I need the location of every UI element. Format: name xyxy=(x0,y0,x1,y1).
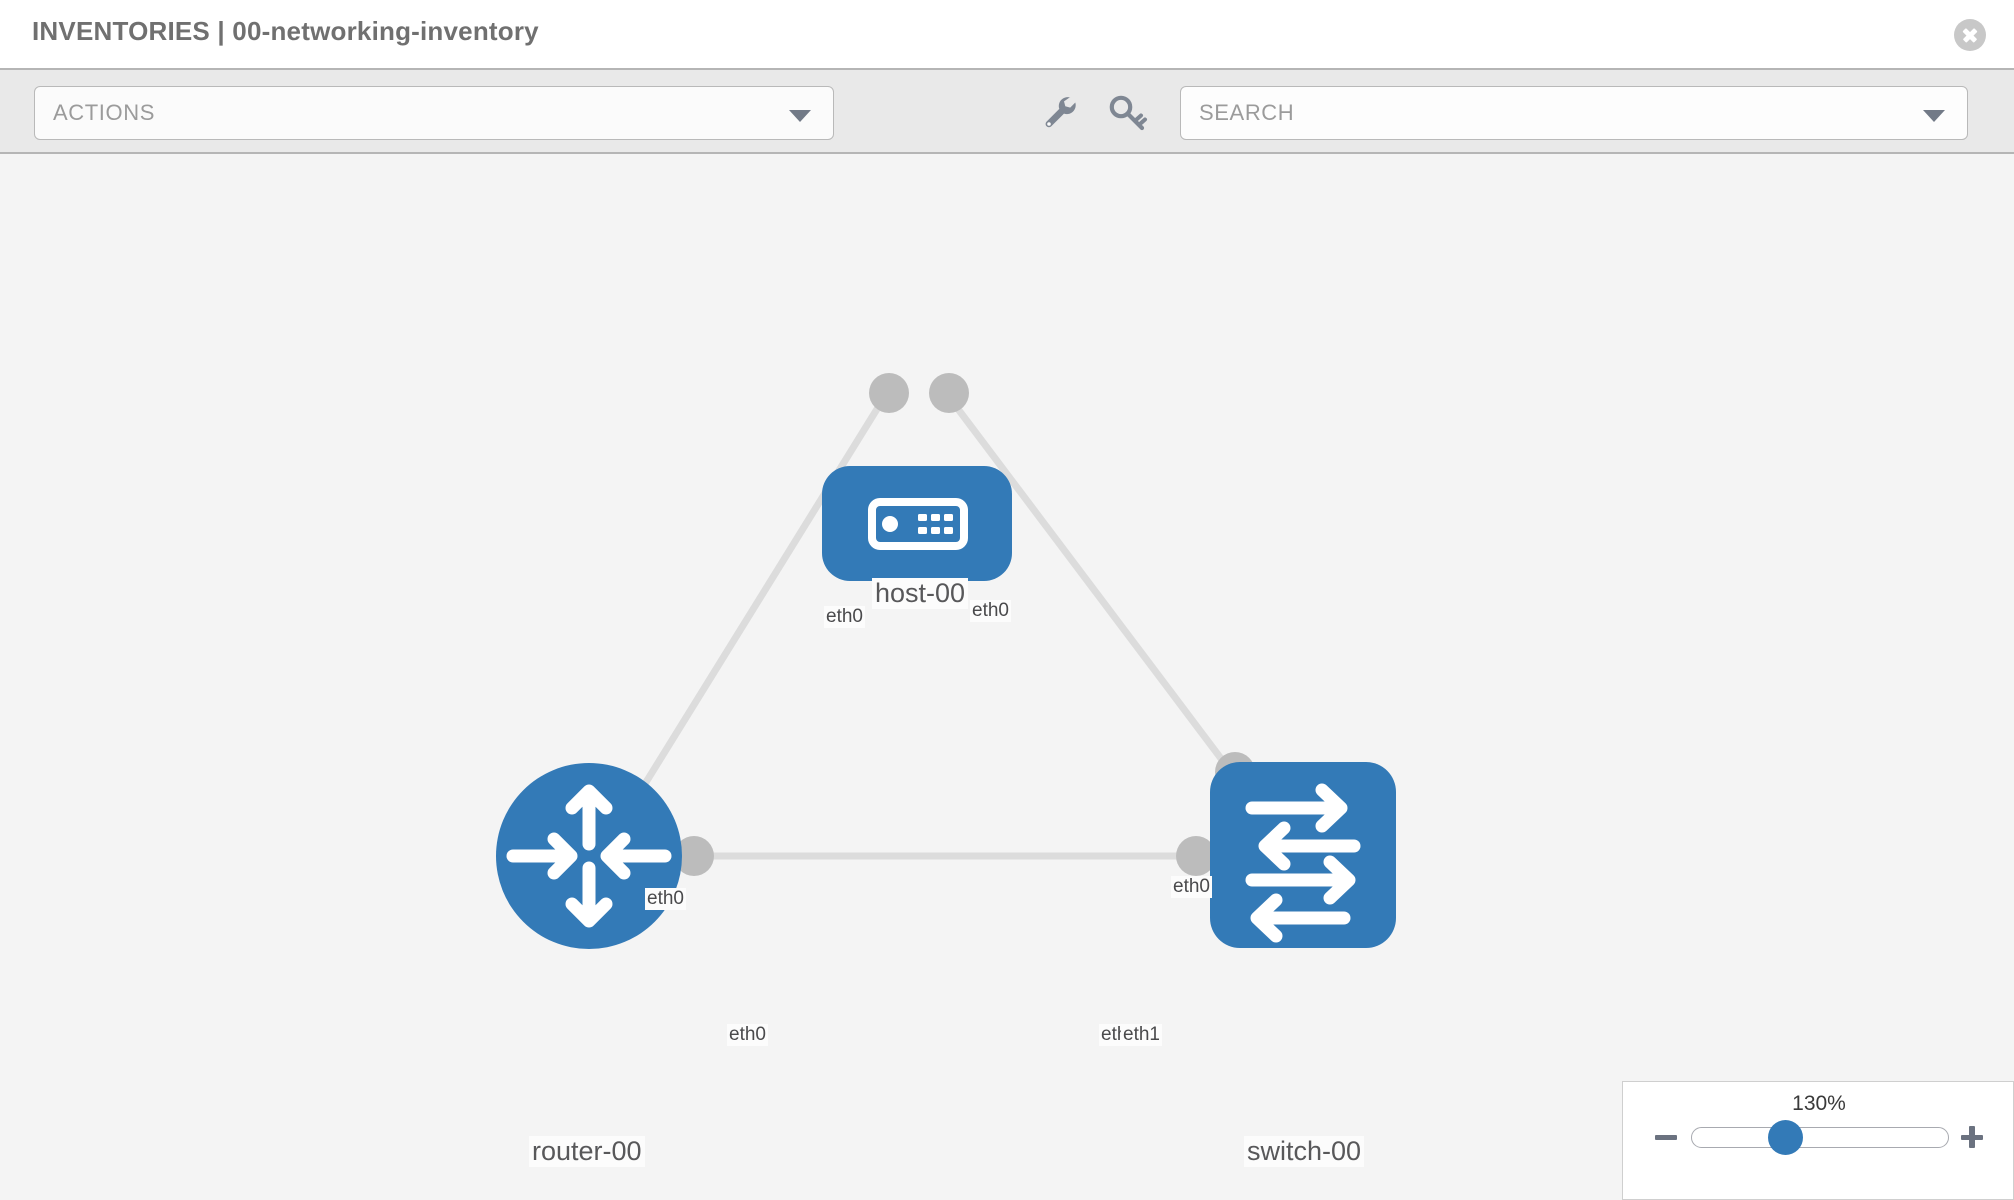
topology-canvas[interactable]: host-00 router-00 switch-00 eth0 eth0 et… xyxy=(0,154,2014,1200)
interface-label-switch00-eth1[interactable]: eth1 xyxy=(1121,1024,1162,1046)
zoom-slider-track[interactable] xyxy=(1691,1127,1949,1148)
search-placeholder: SEARCH xyxy=(1199,100,1295,125)
key-icon[interactable] xyxy=(1105,90,1151,136)
interface-label-host00-eth0-right[interactable]: eth0 xyxy=(970,600,1011,622)
connector-host00-eth0-right xyxy=(929,373,969,413)
zoom-level-label: 130% xyxy=(1792,1092,1846,1115)
wrench-icon[interactable] xyxy=(1037,90,1083,136)
connector-host00-eth0-left xyxy=(869,373,909,413)
chevron-down-icon xyxy=(1923,110,1945,122)
connector-switch00-eth1 xyxy=(1176,836,1216,876)
node-switch-00 xyxy=(1210,762,1396,948)
link-host00-switch00 xyxy=(949,398,1271,824)
zoom-control-panel: 130% xyxy=(1622,1081,2014,1200)
plus-icon[interactable] xyxy=(1957,1122,1987,1152)
node-label-switch-00[interactable]: switch-00 xyxy=(1244,1136,1365,1167)
node-label-router-00[interactable]: router-00 xyxy=(529,1136,645,1167)
close-icon[interactable] xyxy=(1954,19,1986,51)
actions-dropdown-label: ACTIONS xyxy=(53,100,155,125)
page-header: INVENTORIES | 00-networking-inventory xyxy=(0,0,2014,68)
connector-group xyxy=(674,373,1255,876)
actions-dropdown[interactable]: ACTIONS xyxy=(34,86,834,140)
page-title: INVENTORIES | 00-networking-inventory xyxy=(32,16,539,46)
toolbar: ACTIONS SEARCH xyxy=(0,68,2014,154)
interface-label-router00-eth0-up[interactable]: eth0 xyxy=(645,888,686,910)
topology-graph xyxy=(496,373,1396,949)
node-label-host-00[interactable]: host-00 xyxy=(872,578,969,609)
search-input[interactable]: SEARCH xyxy=(1180,86,1968,140)
interface-label-router00-eth0[interactable]: eth0 xyxy=(727,1024,768,1046)
interface-label-host00-eth0-left[interactable]: eth0 xyxy=(824,606,865,628)
minus-icon[interactable] xyxy=(1651,1122,1681,1152)
interface-label-switch00-eth0-up[interactable]: eth0 xyxy=(1171,876,1212,898)
connector-router00-eth0 xyxy=(674,836,714,876)
node-host-00 xyxy=(822,466,1012,581)
zoom-slider-thumb[interactable] xyxy=(1768,1120,1803,1155)
node-router-00 xyxy=(496,763,682,949)
chevron-down-icon xyxy=(789,110,811,122)
